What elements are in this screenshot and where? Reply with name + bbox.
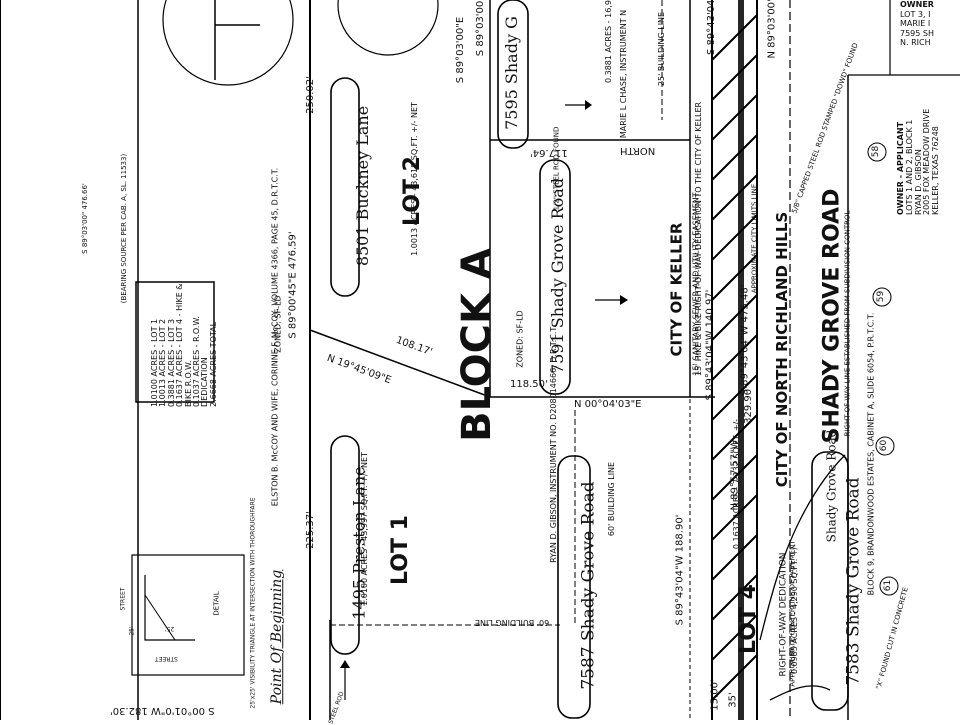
bearing-n89-0300: N 89°03'00"W bbox=[766, 0, 778, 59]
arrow-icon bbox=[340, 660, 350, 668]
dist-15: 15.00' bbox=[709, 679, 721, 711]
owner-line: KELLER, TEXAS 76248 bbox=[931, 126, 941, 215]
pavement-centerline: APPROXIMATE CENTERLINE OF PAVEMENT bbox=[788, 540, 797, 687]
address-bubble-7587 bbox=[557, 455, 591, 719]
hike-bike-row-hatch bbox=[711, 14, 758, 701]
bearing-n00: N 00°04'03"E bbox=[574, 399, 642, 410]
bearing-n00-dist: 118.50' bbox=[510, 379, 548, 390]
owner-top-header: OWNER bbox=[900, 0, 934, 9]
address-7591: 7591 Shady Grove Road bbox=[548, 177, 568, 375]
curve-detail-circle-1 bbox=[162, 0, 294, 86]
north-label: NORTH bbox=[620, 145, 656, 156]
lot-circle-61 bbox=[879, 576, 899, 596]
detail-title: DETAIL bbox=[212, 591, 221, 616]
bearing-s89-4304-188: S 89°43'04"W 188.90' bbox=[674, 514, 686, 626]
building-line-25: 25' BUILDING LINE bbox=[657, 11, 667, 87]
zoned-sfld-2: ZONED: SF-LD bbox=[515, 310, 525, 368]
address-7595: 7595 Shady G bbox=[501, 16, 521, 130]
row-dedication: RIGHT-OF-WAY DEDICATION bbox=[778, 552, 789, 677]
arrow-icon bbox=[585, 100, 592, 110]
brandonwood-note: BLOCK 9, BRANDONWOOD ESTATES, CABINET A,… bbox=[866, 312, 876, 596]
address-7583: 7583 Shady Grove Road bbox=[843, 477, 864, 686]
lot-number-61: 61 bbox=[883, 579, 894, 592]
shady-grove-road-label: SHADY GROVE ROAD bbox=[819, 188, 845, 444]
lot-line-lot1-lot2 bbox=[309, 329, 491, 398]
bearing-s89-top-left: S 89°03'00"E bbox=[475, 0, 487, 57]
owner-applicant-block: OWNER - APPLICANT LOTS 1 AND 2, BLOCK 1 … bbox=[896, 65, 957, 215]
bearing-s89-140: S 89°43'04"W 140.97' bbox=[704, 289, 716, 401]
bearing-117: 117.64' bbox=[530, 147, 568, 158]
block-label: BLOCK A bbox=[453, 248, 500, 442]
chase-note: MARIE L CHASE, INSTRUMENT N bbox=[619, 9, 629, 139]
owner-top-block: OWNER LOT 3, I MARIE I 7595 SH N. RICH bbox=[900, 0, 960, 72]
lot-circle-58 bbox=[867, 142, 887, 162]
address-shady-hand: Shady Grove Road bbox=[824, 429, 839, 543]
lot3-area: 0.3881 ACRES - 16,90 bbox=[604, 0, 614, 84]
address-8501: 8501 Buckney Lane bbox=[353, 105, 373, 267]
bearing-n89-5757: N 89°57'57"W bbox=[729, 439, 741, 511]
building-line-60b: 60' BUILDING LINE bbox=[475, 618, 550, 627]
lot-number-58: 58 bbox=[871, 145, 882, 158]
visibility-note: 25'x25' VISIBILITY TRIANGLE AT INTERSECT… bbox=[249, 497, 257, 709]
address-bubble-7595 bbox=[497, 0, 529, 149]
address-1495: 1495 Preston Lane bbox=[349, 466, 369, 620]
address-7587: 7587 Shady Grove Road bbox=[578, 481, 599, 690]
city-limits-line: APPROXIMATE CITY LIMITS LINE bbox=[750, 183, 759, 294]
row-line-note: RIGHT-OF-WAY LINE ESTABLISHED FROM SUBDI… bbox=[843, 210, 852, 437]
street-label-2: STREET bbox=[155, 655, 178, 662]
lot-number-60: 60 bbox=[879, 439, 890, 452]
bearing-source: (BEARING SOURCE PER CAB. A, SL. 11533) bbox=[120, 153, 129, 304]
bearing-s89-0045: S 89°00'45"E 476.59' bbox=[287, 231, 299, 339]
lot-number-59: 59 bbox=[876, 290, 887, 303]
curve-detail-circle-2 bbox=[337, 0, 439, 56]
city-keller-label: CITY OF KELLER bbox=[667, 222, 686, 357]
owner-top-line: LOT 3, I bbox=[900, 9, 931, 19]
dist-250: 250.02' bbox=[304, 76, 316, 114]
owner-top-line: N. RICH bbox=[900, 38, 931, 48]
building-line-60: 60' BUILDING LINE bbox=[607, 461, 617, 537]
owner-top-line: MARIE I bbox=[900, 19, 931, 29]
bearing-s89-top: S 89°43'04" bbox=[706, 0, 718, 56]
lot2-area: 1.0013 ACRES - 43,618 SQ.FT. +/- NET bbox=[409, 102, 419, 256]
zoned-sfld: ZONED: SF-LD bbox=[273, 295, 283, 353]
lot1-name: LOT 1 bbox=[387, 515, 413, 585]
acreage-row: 0.1037 ACRES - R.O.W. DEDICATION bbox=[191, 316, 210, 407]
dist-35: 35' bbox=[727, 692, 739, 708]
acreage-table: 1.0100 ACRES - LOT 1 1.0013 ACRES - LOT … bbox=[150, 279, 218, 407]
hand-squiggle bbox=[759, 454, 846, 641]
city-nrh-label: CITY OF NORTH RICHLAND HILLS bbox=[773, 211, 792, 488]
address-bubble-8501 bbox=[330, 77, 360, 297]
address-bubble-1495 bbox=[330, 435, 360, 655]
address-bubble-7591 bbox=[539, 159, 571, 395]
visibility-25: 25' bbox=[128, 626, 136, 636]
hatch-band bbox=[738, 0, 744, 720]
bearing-s00-0100: S 00°01'0"W 182.30' bbox=[110, 705, 215, 716]
visibility-detail-box bbox=[131, 554, 245, 676]
bearing-s89-0300: S 89°03'00"E bbox=[455, 16, 467, 84]
visibility-25b: 25' bbox=[165, 625, 175, 632]
lot-circle-60 bbox=[875, 436, 895, 456]
acreage-table-box bbox=[135, 281, 215, 403]
visibility-triangle bbox=[144, 575, 195, 641]
owner-top-line: 7595 SH bbox=[900, 28, 934, 38]
acreage-row: 0.1637 ACRES - LOT 4 - HIKE & BIKE R.O.W… bbox=[175, 283, 193, 407]
sanitary-easement: 15' SANITARY SEWER AND UTILITY EASEMENT bbox=[691, 192, 701, 376]
arrow-icon bbox=[620, 295, 628, 305]
dist-225: 225.37' bbox=[304, 511, 316, 549]
lot-circle-59 bbox=[872, 287, 892, 307]
point-of-beginning: Point Of Beginning bbox=[269, 569, 286, 705]
acreage-row: 2.6668 ACRES TOTAL bbox=[208, 321, 218, 407]
bearing-s89-475: S 89°43'04"W 475.48' bbox=[739, 284, 751, 396]
lot4-name: LOT 4 bbox=[735, 584, 761, 654]
s89-top-note: S 89°03'00" 476.66' bbox=[80, 183, 89, 254]
address-bubble-7583 bbox=[811, 451, 849, 711]
street-label: STREET bbox=[119, 587, 127, 611]
